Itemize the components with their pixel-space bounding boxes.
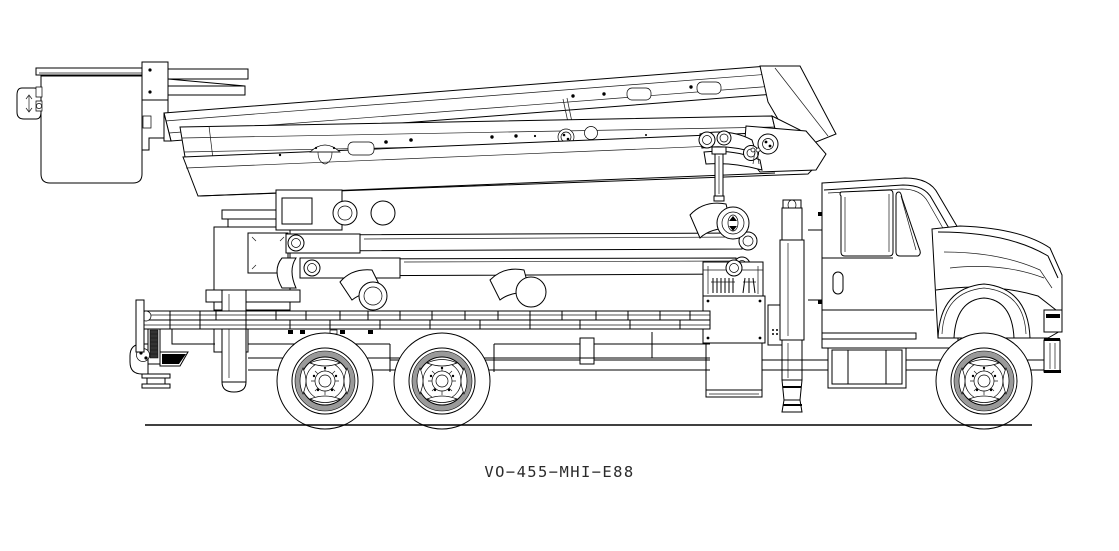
bucket-assembly [17,62,248,183]
boom-elbow-knuckle [699,126,826,172]
boom-rest-post [712,147,726,201]
boom-cradle [340,203,749,310]
front-wheel [936,333,1032,429]
boom-vent-detail [310,145,340,164]
rear-wheel-1 [277,333,373,429]
body-bed-rail [136,300,710,372]
engine-hood [932,226,1062,373]
cab-rear-panel [808,183,822,348]
control-cabinet [703,260,784,397]
lift-cylinders [277,232,757,288]
fuel-tank [828,343,906,388]
upper-boom-section [164,66,836,150]
rear-wheel-2 [394,333,490,429]
caption-row: VO−455−MHI−E88 [0,462,1119,481]
rear-outrigger-jack [130,316,188,388]
mid-outrigger [222,290,246,392]
hose-bundle [711,278,756,293]
model-caption: VO−455−MHI−E88 [484,463,635,481]
front-outrigger [780,200,804,412]
